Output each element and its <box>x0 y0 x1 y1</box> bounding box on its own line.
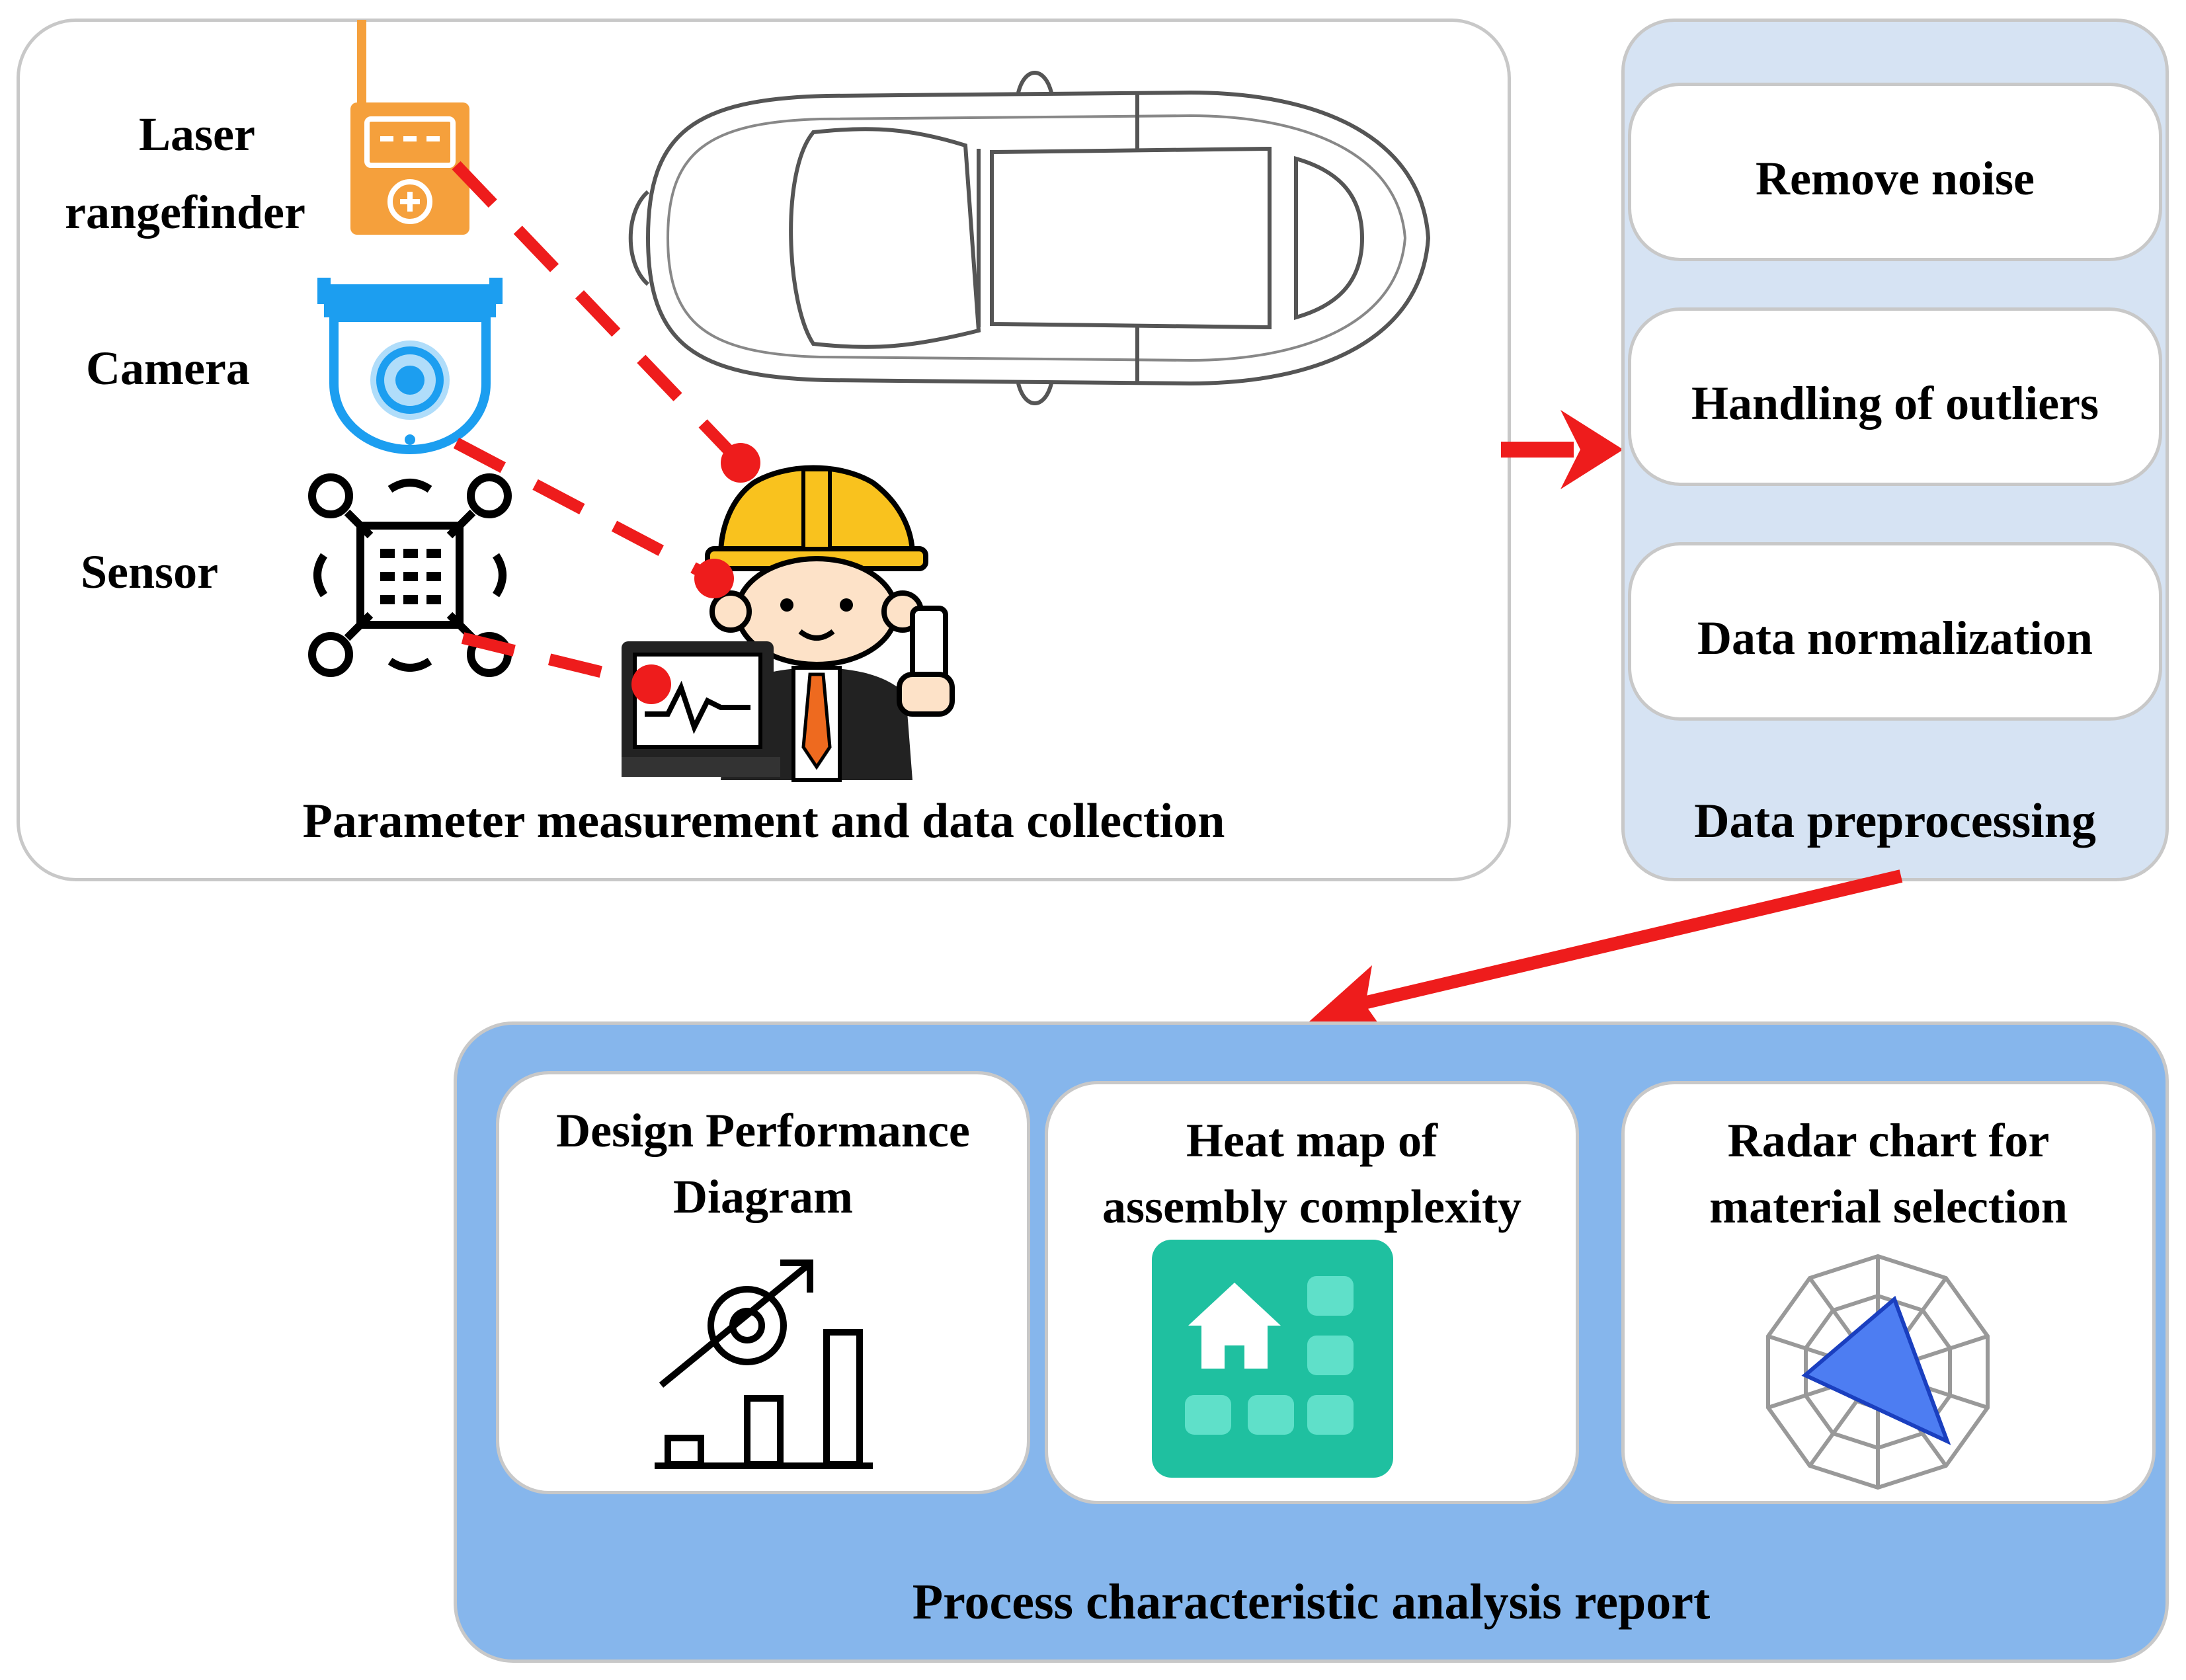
step-handling-outliers: Handling of outliers <box>1628 307 2162 486</box>
card-title-line1: Heat map of <box>1186 1114 1437 1167</box>
card-title-line1: Radar chart for <box>1727 1114 2050 1167</box>
laser-label-line1: Laser <box>139 108 255 161</box>
camera-icon <box>317 278 503 455</box>
card-title-line1: Design Performance <box>556 1104 970 1157</box>
collection-title: Parameter measurement and data collectio… <box>302 794 1225 848</box>
preprocessing-title: Data preprocessing <box>1694 794 2096 848</box>
card-title-line2: material selection <box>1709 1180 2068 1233</box>
card-radar-chart: Radar chart for material selection <box>1621 1081 2156 1504</box>
card-design-performance: Design Performance Diagram <box>496 1071 1030 1494</box>
laser-label-line2: rangefinder <box>65 186 305 239</box>
car-icon <box>628 71 1431 405</box>
sensor-label: Sensor <box>81 545 219 598</box>
report-title: Process characteristic analysis report <box>912 1574 1711 1630</box>
sensor-icon <box>308 473 512 677</box>
radar-chart-icon <box>1766 1254 1990 1490</box>
performance-chart-icon <box>655 1260 873 1469</box>
step-label: Remove noise <box>1756 152 2035 205</box>
step-data-normalization: Data normalization <box>1628 542 2162 721</box>
laser-rangefinder-icon <box>350 20 469 235</box>
heatmap-icon <box>1152 1240 1393 1478</box>
camera-label: Camera <box>86 342 250 395</box>
card-title-line2: Diagram <box>673 1170 853 1223</box>
step-label: Handling of outliers <box>1691 377 2099 430</box>
step-remove-noise: Remove noise <box>1628 83 2162 261</box>
card-title-line2: assembly complexity <box>1102 1180 1521 1233</box>
arrow-to-preprocessing <box>1501 410 1623 489</box>
step-label: Data normalization <box>1697 612 2093 664</box>
